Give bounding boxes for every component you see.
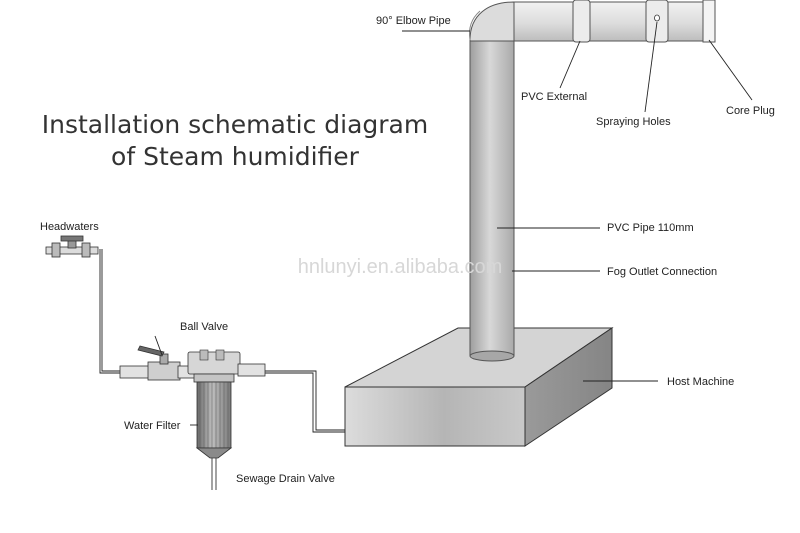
pvc-vertical-pipe [469,39,515,362]
water-supply-line [99,249,345,433]
label-core-plug: Core Plug [726,105,775,117]
label-host-machine: Host Machine [667,376,734,388]
label-fog-outlet: Fog Outlet Connection [607,266,717,278]
label-sewage-drain-valve: Sewage Drain Valve [236,473,335,485]
pvc-horizontal-pipe [512,1,714,42]
label-elbow-pipe: 90° Elbow Pipe [376,15,451,27]
spraying-hole-icon [654,14,660,22]
core-plug [702,0,716,43]
diagram-title-line1: Installation schematic diagram [42,110,428,139]
leader-lines [154,21,753,426]
label-headwaters: Headwaters [40,221,99,233]
watermark-text: hnlunyi.en.alibaba.com [298,256,503,278]
spraying-coupling [645,0,669,43]
label-pvc-pipe: PVC Pipe 110mm [607,222,694,234]
water-filter [187,349,266,490]
pvc-external-coupling [572,0,591,43]
ball-valve [119,345,199,381]
label-pvc-external: PVC External [521,91,587,103]
elbow-pipe [469,1,515,42]
label-spraying-holes: Spraying Holes [596,116,671,128]
diagram-title-line2: of Steam humidifier [111,142,360,171]
label-water-filter: Water Filter [124,420,181,432]
headwaters-tap [45,235,99,258]
label-ball-valve: Ball Valve [180,321,228,333]
